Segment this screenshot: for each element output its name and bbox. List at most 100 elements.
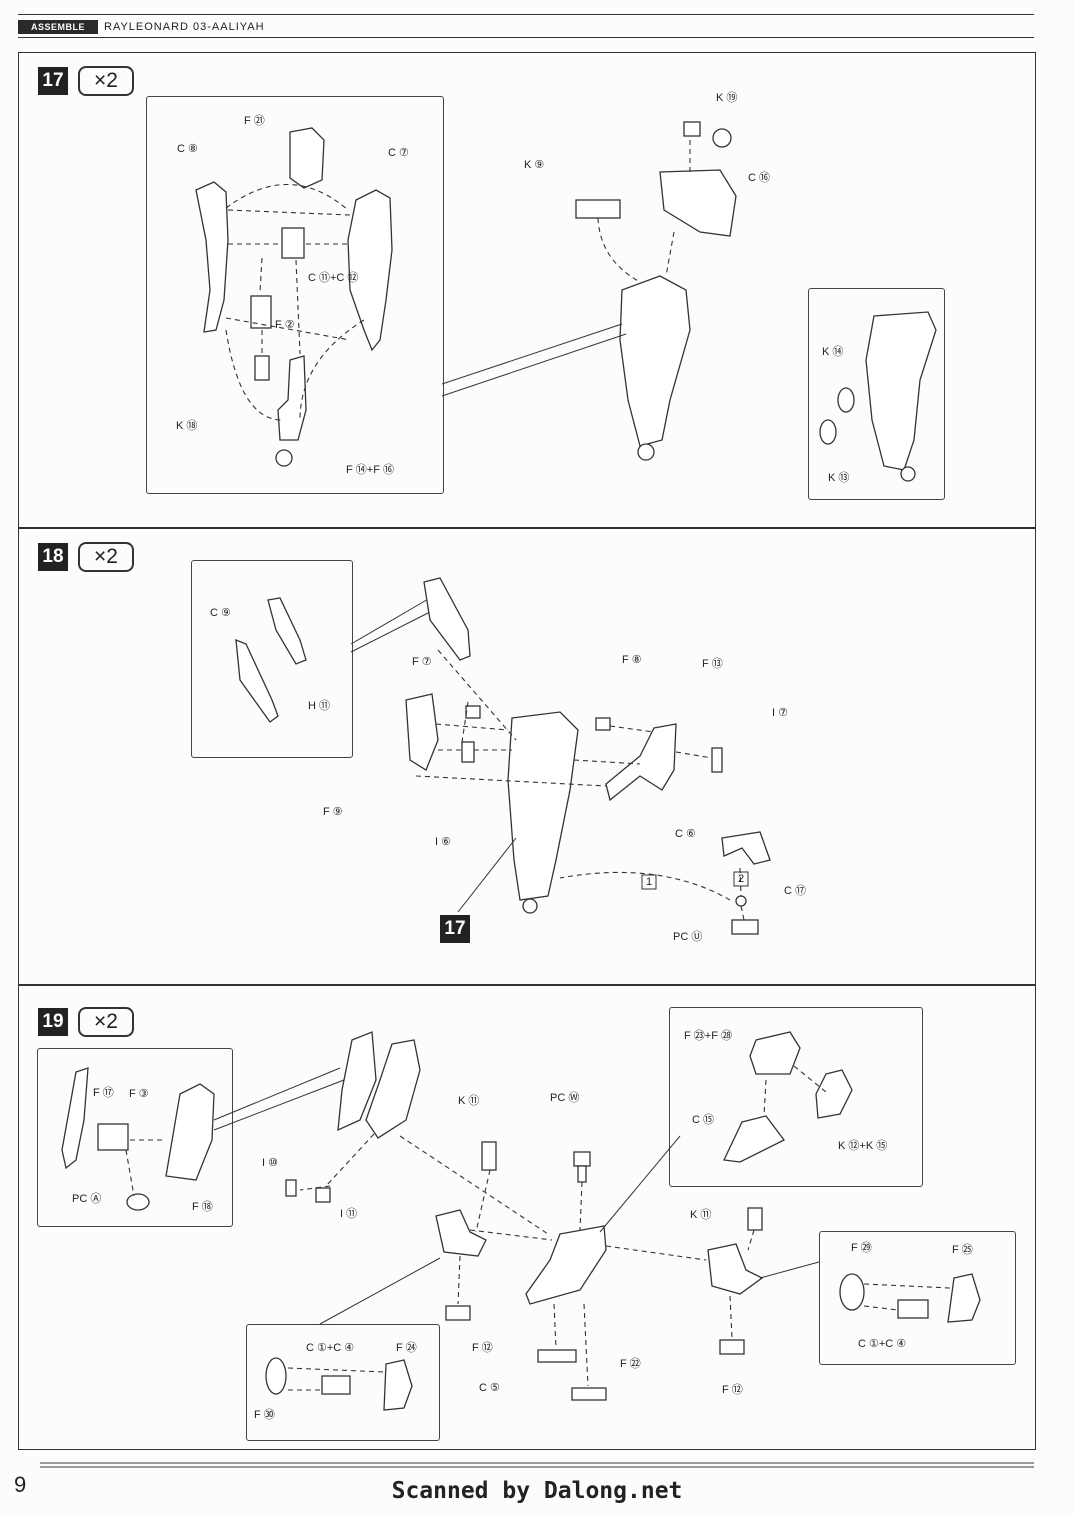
part-shoulder-left-icon — [435, 1209, 487, 1257]
leg-result-17-icon — [819, 311, 937, 482]
part-i10-icon — [285, 1179, 297, 1197]
part-c9-icon — [235, 638, 279, 723]
part-f7-icon — [465, 705, 481, 719]
label-i11: I ⑪ — [340, 1208, 358, 1220]
leg-assembly-17-icon — [619, 275, 691, 461]
step-19-number: 19 — [38, 1008, 68, 1036]
label-pcu: PC Ⓤ — [673, 931, 703, 943]
part-shoulder-armor-icon — [337, 1031, 421, 1139]
step-17-reference: 17 — [440, 915, 470, 943]
part-f17-icon — [61, 1067, 89, 1170]
label-i6: I ⑥ — [435, 836, 451, 848]
part-shoulder-right-icon — [707, 1243, 764, 1295]
label-k14: K ⑭ — [822, 346, 844, 358]
part-f8-icon — [595, 717, 611, 731]
part-pcu-icon — [735, 895, 747, 907]
part-body-core-icon — [525, 1225, 607, 1305]
label-f18: F ⑱ — [192, 1201, 213, 1213]
label-c1c4-right: C ①+C ④ — [858, 1338, 907, 1350]
step-17-number: 17 — [38, 67, 68, 95]
step-19-bottom-box — [246, 1324, 440, 1441]
step-19-right-box — [819, 1231, 1016, 1365]
part-f29-icon — [839, 1273, 865, 1311]
part-f21-icon — [289, 127, 325, 189]
header-title: RAYLEONARD 03-AALIYAH — [104, 21, 265, 33]
label-f21: F ㉑ — [244, 115, 265, 127]
part-k11-right-icon — [747, 1207, 763, 1231]
label-c1c4-left: C ①+C ④ — [306, 1342, 355, 1354]
part-i7-icon — [711, 747, 723, 773]
label-c5: C ⑤ — [479, 1382, 500, 1394]
label-k13: K ⑬ — [828, 472, 850, 484]
label-i10: I ⑩ — [262, 1157, 278, 1169]
step-19-top-box — [669, 1007, 923, 1187]
label-k12k15: K ⑫+K ⑮ — [838, 1140, 888, 1152]
part-f12-left-icon — [445, 1305, 471, 1321]
label-f9: F ⑨ — [323, 806, 343, 818]
part-c5-icon — [537, 1349, 577, 1363]
label-h11: H ⑪ — [308, 700, 330, 712]
part-f2-icon — [250, 295, 272, 329]
label-i7: I ⑦ — [772, 707, 788, 719]
part-c7-icon — [347, 189, 393, 352]
label-k11-left: K ⑪ — [458, 1095, 480, 1107]
step-18-panel — [18, 527, 1036, 986]
label-c8: C ⑧ — [177, 143, 198, 155]
part-f30-icon — [265, 1357, 287, 1395]
part-i6-icon — [461, 741, 475, 763]
label-f13: F ⑬ — [702, 658, 723, 670]
label-c17: C ⑰ — [784, 885, 806, 897]
page-number: 9 — [14, 1472, 27, 1497]
step-17-detail-box — [146, 96, 444, 494]
label-c15: C ⑮ — [692, 1114, 714, 1126]
part-k12k15-icon — [815, 1069, 853, 1119]
part-f24-icon — [383, 1359, 413, 1411]
part-c11c12-icon — [281, 227, 305, 259]
part-f23f28-icon — [749, 1031, 801, 1075]
label-k18: K ⑱ — [176, 420, 198, 432]
part-i11-icon — [315, 1187, 331, 1203]
header-rule-bottom — [18, 37, 1034, 38]
step-18-number: 18 — [38, 543, 68, 571]
label-k9: K ⑨ — [524, 159, 545, 171]
part-f25-icon — [947, 1273, 981, 1323]
label-k19: K ⑲ — [716, 92, 738, 104]
part-pca-icon — [126, 1193, 150, 1211]
part-c6-icon — [721, 831, 771, 865]
part-k9-icon — [575, 199, 621, 219]
label-f17: F ⑰ — [93, 1087, 114, 1099]
step-19-multiplier: ×2 — [78, 1007, 134, 1037]
label-f24: F ㉔ — [396, 1342, 417, 1354]
label-c16: C ⑯ — [748, 172, 770, 184]
step-18-detail-box — [191, 560, 353, 758]
label-f12-right: F ⑫ — [722, 1384, 743, 1396]
part-c16-icon — [659, 169, 737, 237]
step-17-panel — [18, 52, 1036, 529]
part-c17-icon — [731, 919, 759, 935]
step-18-multiplier: ×2 — [78, 542, 134, 572]
label-pca: PC Ⓐ — [72, 1193, 102, 1205]
label-f3: F ③ — [129, 1088, 149, 1100]
part-k18-icon — [254, 355, 270, 381]
label-c11c12: C ⑪+C ⑫ — [308, 272, 359, 284]
label-f2: F ② — [275, 319, 295, 331]
part-c1c4-left-icon — [321, 1375, 351, 1395]
label-f14f16: F ⑭+F ⑯ — [346, 464, 394, 476]
part-f22-icon — [571, 1387, 607, 1401]
label-f30: F ㉚ — [254, 1409, 275, 1421]
label-c7: C ⑦ — [388, 147, 409, 159]
label-f12-left: F ⑫ — [472, 1342, 493, 1354]
label-f22: F ㉒ — [620, 1358, 641, 1370]
label-seq-1: 1 — [646, 876, 653, 888]
step-17-result-box — [808, 288, 945, 500]
part-h11-icon — [267, 597, 307, 665]
step-19-left-box — [37, 1048, 233, 1227]
seq-1-box — [641, 874, 657, 890]
header-rule-top — [18, 14, 1034, 15]
part-f14f16-icon — [275, 355, 307, 467]
part-top-panel-18-icon — [423, 577, 471, 661]
part-c15-icon — [723, 1115, 785, 1163]
part-f13-icon — [605, 723, 677, 802]
leg-assembly-18-icon — [507, 711, 579, 914]
